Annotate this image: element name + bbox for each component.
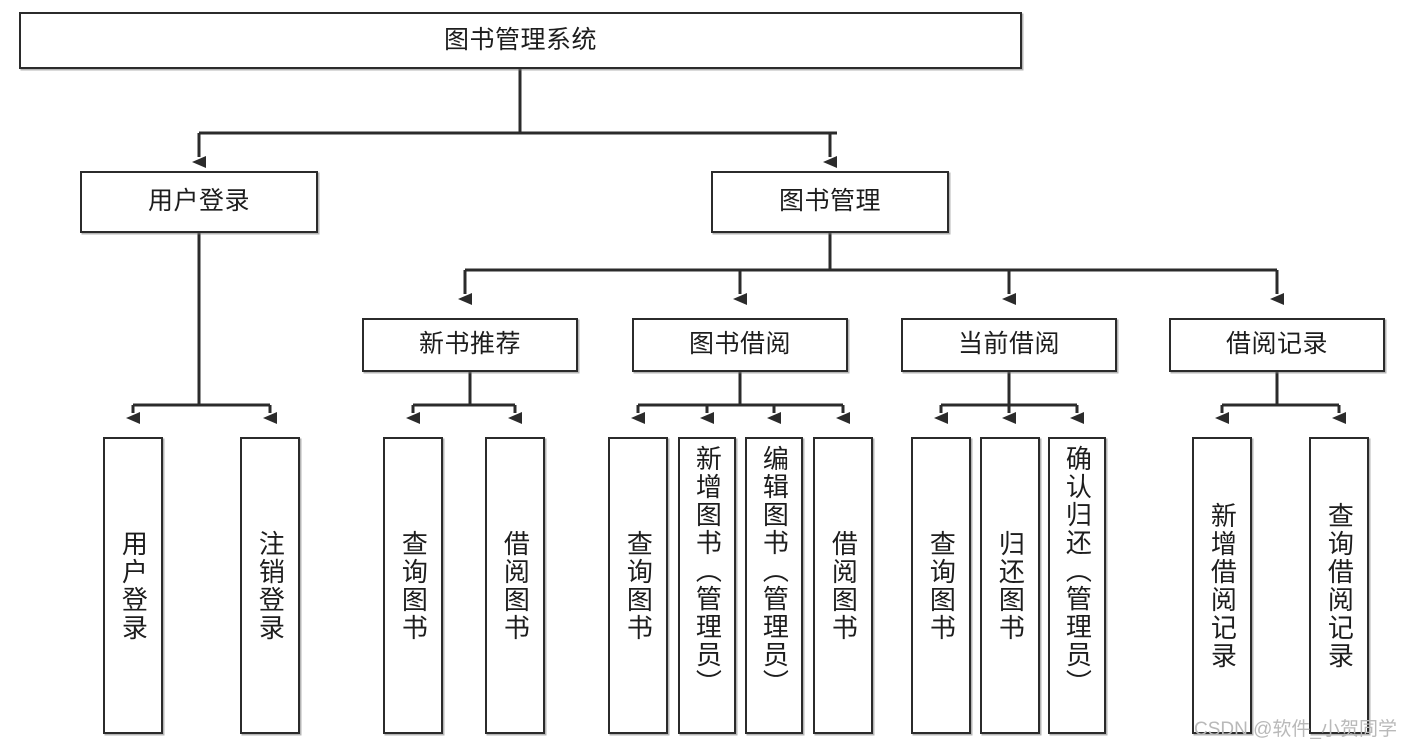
node-label: 新增借阅记录 xyxy=(1207,501,1238,670)
leaf-book-borrow-query[interactable]: 查询图书 xyxy=(608,437,668,734)
node-label: 当前借阅 xyxy=(957,330,1060,359)
node-label: 新增图书（管理员） xyxy=(692,445,723,697)
leaf-user-login-logout[interactable]: 注销登录 xyxy=(240,437,300,734)
node-label: 编辑图书（管理员） xyxy=(759,445,790,697)
node-label: 查询借阅记录 xyxy=(1324,501,1355,670)
node-label: 查询图书 xyxy=(398,529,429,642)
leaf-current-borrow-confirm-return[interactable]: 确认归还（管理员） xyxy=(1048,437,1106,734)
leaf-book-borrow-add[interactable]: 新增图书（管理员） xyxy=(678,437,736,734)
leaf-current-borrow-query[interactable]: 查询图书 xyxy=(911,437,971,734)
node-label: 借阅记录 xyxy=(1225,330,1328,359)
node-label: 查询图书 xyxy=(926,529,957,642)
leaf-current-borrow-return[interactable]: 归还图书 xyxy=(980,437,1040,734)
leaf-user-login-login[interactable]: 用户登录 xyxy=(103,437,163,734)
node-label: 查询图书 xyxy=(623,529,654,642)
node-book-management[interactable]: 图书管理 xyxy=(711,171,949,233)
node-label: 图书借阅 xyxy=(688,330,791,359)
node-root[interactable]: 图书管理系统 xyxy=(19,12,1022,69)
csdn-watermark: CSDN @软件_小贺同学 xyxy=(1194,719,1397,740)
node-book-borrow[interactable]: 图书借阅 xyxy=(632,318,848,372)
node-label: 确认归还（管理员） xyxy=(1062,445,1093,697)
node-label: 归还图书 xyxy=(995,529,1026,642)
node-borrow-record[interactable]: 借阅记录 xyxy=(1169,318,1385,372)
node-label: 借阅图书 xyxy=(500,529,531,642)
node-label: 图书管理 xyxy=(778,187,881,216)
leaf-new-book-query[interactable]: 查询图书 xyxy=(383,437,443,734)
leaf-book-borrow-edit[interactable]: 编辑图书（管理员） xyxy=(745,437,803,734)
node-label: 用户登录 xyxy=(118,529,149,642)
node-label: 用户登录 xyxy=(147,187,250,216)
node-user-login[interactable]: 用户登录 xyxy=(80,171,318,233)
node-label: 新书推荐 xyxy=(418,330,521,359)
node-new-book-recommend[interactable]: 新书推荐 xyxy=(362,318,578,372)
leaf-borrow-record-add[interactable]: 新增借阅记录 xyxy=(1192,437,1252,734)
leaf-new-book-borrow[interactable]: 借阅图书 xyxy=(485,437,545,734)
leaf-book-borrow-borrow[interactable]: 借阅图书 xyxy=(813,437,873,734)
node-label: 借阅图书 xyxy=(828,529,859,642)
node-current-borrow[interactable]: 当前借阅 xyxy=(901,318,1117,372)
node-label: 图书管理系统 xyxy=(443,25,597,54)
node-label: 注销登录 xyxy=(255,529,286,642)
leaf-borrow-record-query[interactable]: 查询借阅记录 xyxy=(1309,437,1369,734)
